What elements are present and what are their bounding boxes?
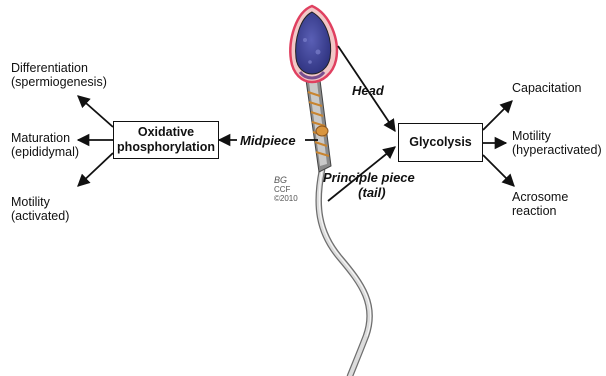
oxidative-phosphorylation-box: Oxidative phosphorylation xyxy=(113,121,219,159)
outcome-capacitation: Capacitation xyxy=(512,81,582,95)
principal-piece-label-line1: Principle piece xyxy=(323,170,415,185)
mitochondrion-cluster xyxy=(316,126,328,136)
glycolysis-to-capacitation-arrow xyxy=(483,101,512,130)
artist-credit: BG CCF ©2010 xyxy=(274,176,298,203)
outcome-capacitation-line1: Capacitation xyxy=(512,81,582,95)
sperm-head xyxy=(290,6,336,82)
principal-piece-label-line2: (tail) xyxy=(323,185,415,200)
glycolysis-to-acrosome-arrow xyxy=(483,155,514,186)
outcome-maturation: Maturation (epididymal) xyxy=(11,131,79,159)
artist-signature: BG xyxy=(274,176,298,185)
glycolysis-box: Glycolysis xyxy=(398,123,483,162)
outcome-motility-activated-line2: (activated) xyxy=(11,209,69,223)
outcome-differentiation-line1: Differentiation xyxy=(11,61,107,75)
glycolysis-label: Glycolysis xyxy=(409,135,472,150)
head-label: Head xyxy=(352,83,384,98)
credit-line2: ©2010 xyxy=(274,194,298,203)
outcome-motility-hyperactivated-line1: Motility xyxy=(512,129,602,143)
outcome-maturation-line2: (epididymal) xyxy=(11,145,79,159)
sperm-midpiece xyxy=(306,80,331,172)
oxidative-phosphorylation-label: Oxidative phosphorylation xyxy=(117,125,215,155)
outcome-motility-hyperactivated: Motility (hyperactivated) xyxy=(512,129,602,157)
outcome-differentiation-line2: (spermiogenesis) xyxy=(11,75,107,89)
outcome-motility-hyperactivated-line2: (hyperactivated) xyxy=(512,143,602,157)
outcome-motility-activated-line1: Motility xyxy=(11,195,69,209)
midpiece-label: Midpiece xyxy=(240,133,296,148)
sperm-tail xyxy=(319,170,371,376)
oxphos-to-differentiation-arrow xyxy=(78,96,113,127)
outcome-acrosome-reaction-line2: reaction xyxy=(512,204,568,218)
outcome-maturation-line1: Maturation xyxy=(11,131,79,145)
oxphos-to-motility-arrow xyxy=(78,153,113,186)
outcome-differentiation: Differentiation (spermiogenesis) xyxy=(11,61,107,89)
outcome-acrosome-reaction: Acrosome reaction xyxy=(512,190,568,218)
credit-line1: CCF xyxy=(274,185,298,194)
outcome-acrosome-reaction-line1: Acrosome xyxy=(512,190,568,204)
principal-piece-label: Principle piece (tail) xyxy=(323,170,415,200)
outcome-motility-activated: Motility (activated) xyxy=(11,195,69,223)
